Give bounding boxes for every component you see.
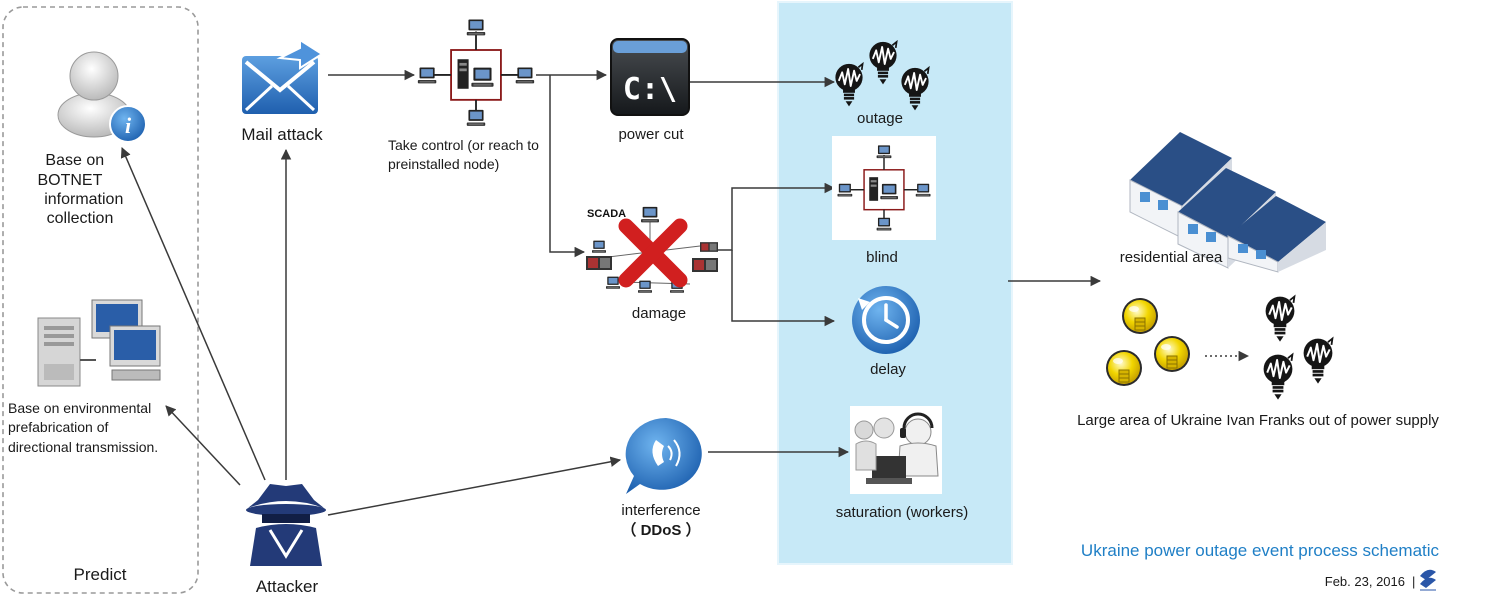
footer-date: Feb. 23, 2016 bbox=[1325, 574, 1405, 589]
residential-label: residential area bbox=[1120, 249, 1223, 266]
command-console-icon: C:\ bbox=[610, 38, 690, 116]
predict-panel bbox=[2, 6, 199, 594]
phone-call-icon bbox=[625, 417, 702, 494]
schematic-title: Ukraine power outage event process schem… bbox=[1081, 541, 1440, 560]
dark-bulb-icon-3 bbox=[1262, 353, 1294, 401]
environment-label-line-3: directional transmission. bbox=[8, 439, 158, 455]
svg-text:Take control (or reach to: Take control (or reach to preinstalled n… bbox=[388, 137, 543, 172]
delay-label: delay bbox=[870, 361, 906, 378]
predict-title: Predict bbox=[74, 565, 127, 584]
dark-bulb-icon-1 bbox=[1264, 295, 1296, 343]
ddos-label: （ DDoS ） bbox=[621, 521, 700, 539]
user-info-icon: i bbox=[57, 51, 147, 143]
console-prompt-text: C:\ bbox=[623, 72, 677, 107]
dark-bulb-icon-2 bbox=[1302, 337, 1334, 385]
svg-text:Base on environmental pref: Base on environmental prefabrication of … bbox=[8, 400, 158, 455]
environment-label-line-1: Base on environmental bbox=[8, 400, 151, 416]
environment-label-line-2: prefabrication of bbox=[8, 419, 109, 435]
take-control-label-line-1: Take control (or reach to bbox=[388, 137, 539, 153]
interference-label: interference bbox=[621, 502, 700, 519]
damage-cross-icon bbox=[618, 218, 688, 288]
botnet-label-line-1: Base on bbox=[45, 152, 104, 169]
botnet-label-line-3: information bbox=[44, 191, 123, 208]
outage-label: outage bbox=[857, 110, 903, 127]
take-control-label-line-2: preinstalled node) bbox=[388, 156, 499, 172]
server-workstation-icon bbox=[37, 299, 161, 387]
arrow-attacker-to-environment bbox=[165, 405, 241, 486]
arrow-scada-to-blind bbox=[718, 182, 836, 251]
logo-icon bbox=[1420, 569, 1436, 591]
power-cut-label: power cut bbox=[618, 126, 684, 143]
call-center-workers-icon bbox=[854, 412, 939, 484]
scada-network-icon: SCADA bbox=[586, 206, 718, 293]
botnet-label-line-2: BOTNET bbox=[37, 172, 102, 189]
delay-clock-icon bbox=[852, 286, 920, 354]
scada-tag: SCADA bbox=[587, 208, 626, 220]
lit-bulb-icon-2 bbox=[1105, 349, 1143, 387]
large-area-label: Large area of Ukraine Ivan Franks out of… bbox=[1077, 412, 1439, 429]
mail-attack-label: Mail attack bbox=[241, 125, 323, 144]
arrow-control-to-scada bbox=[549, 75, 586, 258]
mail-envelope-icon bbox=[242, 38, 324, 114]
damage-label: damage bbox=[632, 305, 686, 322]
connector-lines bbox=[120, 69, 1250, 516]
footer-separator: | bbox=[1412, 574, 1415, 589]
attacker-label: Attacker bbox=[256, 577, 319, 596]
saturation-label: saturation (workers) bbox=[836, 504, 969, 521]
arrow-attacker-to-interference bbox=[327, 456, 622, 516]
svg-text:Base on BOTNET informa: Base on BOTNET information collection bbox=[37, 152, 127, 227]
attacker-spy-icon bbox=[246, 484, 326, 566]
botnet-label-line-4: collection bbox=[47, 210, 114, 227]
lit-bulb-icon-3 bbox=[1153, 335, 1191, 373]
svg-text:i: i bbox=[125, 113, 132, 138]
arrow-attacker-to-botnet bbox=[120, 147, 266, 481]
lit-bulb-icon-1 bbox=[1121, 297, 1159, 335]
arrow-scada-to-delay bbox=[731, 250, 836, 327]
residential-houses-icon bbox=[1129, 132, 1326, 273]
blind-label: blind bbox=[866, 249, 898, 266]
control-network-cluster-icon bbox=[418, 19, 534, 125]
